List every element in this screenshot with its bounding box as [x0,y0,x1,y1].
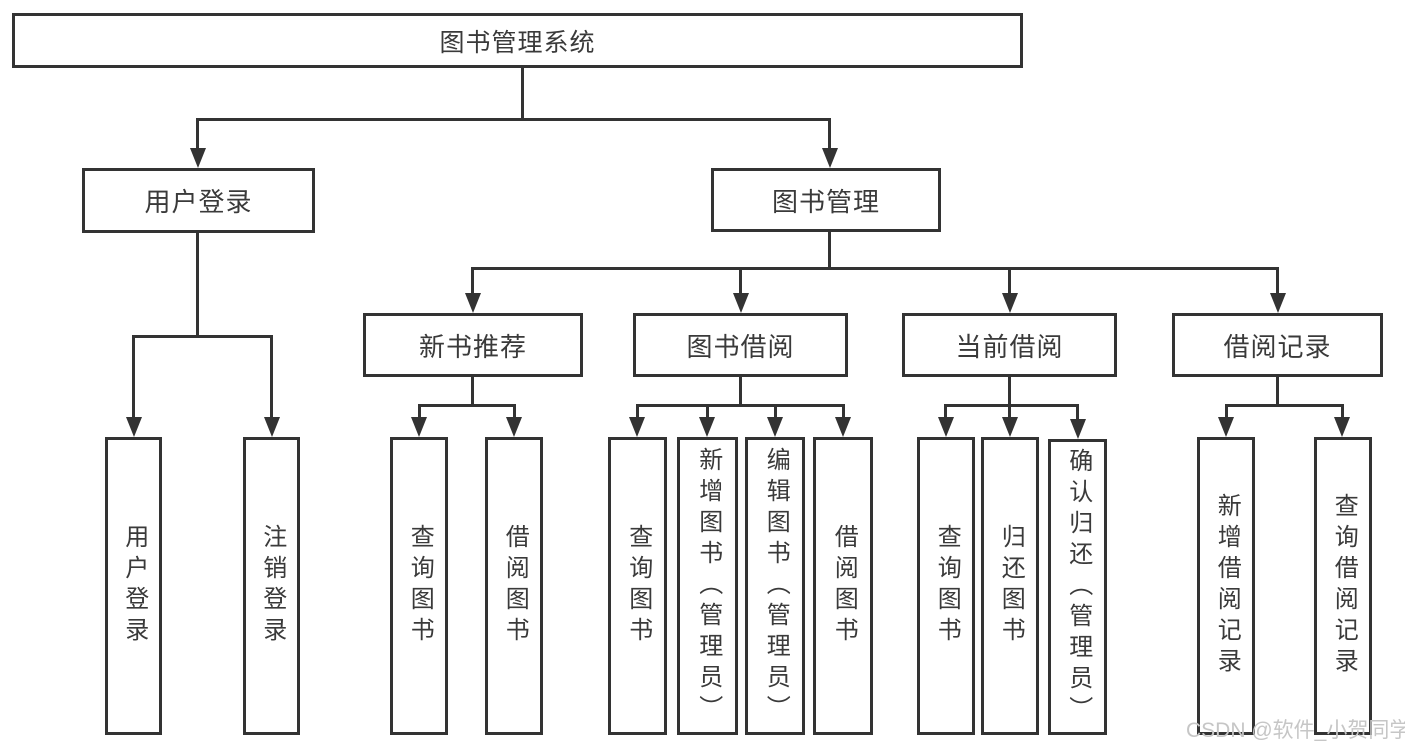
arrow-down-icon [1270,293,1286,313]
connector-line [1225,404,1343,407]
connector-line [1276,377,1279,406]
arrow-down-icon [506,417,522,437]
connector-line [196,118,831,121]
node-label: 借阅记录 [1223,331,1332,362]
connector-line [1276,267,1279,297]
leaf-add-books-admin: 新增图书（管理员） [677,437,738,735]
leaf-query-books-current: 查询图书 [917,437,975,735]
node-new-book-recommend: 新书推荐 [363,313,583,377]
leaf-confirm-return-admin: 确认归还（管理员） [1048,439,1107,735]
leaf-label: 确认归还（管理员） [1064,447,1092,727]
connector-line [1225,404,1228,420]
connector-line [418,404,516,407]
connector-line [132,335,273,338]
arrow-down-icon [1218,417,1234,437]
node-borrow-records: 借阅记录 [1172,313,1383,377]
connector-line [196,233,199,335]
arrow-down-icon [1002,293,1018,313]
node-root-library-system: 图书管理系统 [12,13,1023,68]
node-book-management: 图书管理 [711,168,941,232]
leaf-logout: 注销登录 [243,437,300,735]
node-label: 当前借阅 [955,331,1064,362]
arrow-down-icon [190,148,206,168]
connector-line [828,118,831,152]
arrow-down-icon [126,417,142,437]
connector-line [739,267,742,297]
arrow-down-icon [629,417,645,437]
connector-line [842,404,845,420]
connector-line [418,404,421,420]
node-user-login: 用户登录 [82,168,315,233]
connector-line [196,118,199,152]
arrow-down-icon [938,417,954,437]
arrow-down-icon [264,417,280,437]
arrow-down-icon [1070,419,1086,439]
node-label: 图书管理系统 [439,28,596,57]
connector-line [944,404,1079,407]
connector-line [471,377,474,406]
connector-line [521,67,524,119]
arrow-down-icon [1334,417,1350,437]
connector-line [1341,404,1344,420]
connector-line [774,404,777,420]
leaf-label: 新增借阅记录 [1213,493,1241,679]
connector-line [944,404,947,420]
connector-line [471,267,474,297]
leaf-label: 借阅图书 [830,524,858,648]
leaf-borrow-books: 借阅图书 [813,437,873,735]
connector-line [706,404,709,420]
arrow-down-icon [699,417,715,437]
leaf-label: 查询图书 [406,524,434,648]
connector-line [513,404,516,420]
arrow-down-icon [767,417,783,437]
connector-line [471,267,1279,270]
connector-line [1008,404,1011,420]
arrow-down-icon [1002,417,1018,437]
node-label: 用户登录 [144,187,253,217]
leaf-query-books-borrow: 查询图书 [608,437,667,735]
connector-line [636,404,845,407]
connector-line [270,335,273,420]
watermark: CSDN @软件_小贺同学 [1186,719,1405,742]
node-book-borrow: 图书借阅 [633,313,848,377]
leaf-label: 借阅图书 [501,524,529,648]
leaf-label: 用户登录 [120,524,148,648]
arrow-down-icon [733,293,749,313]
node-label: 图书借阅 [686,331,795,362]
arrow-down-icon [835,417,851,437]
leaf-query-borrow-record: 查询借阅记录 [1314,437,1372,735]
leaf-label: 新增图书（管理员） [694,446,722,726]
leaf-user-login: 用户登录 [105,437,162,735]
leaf-label: 归还图书 [997,524,1025,648]
arrow-down-icon [411,417,427,437]
leaf-label: 编辑图书（管理员） [762,446,790,726]
leaf-label: 注销登录 [258,524,286,648]
connector-line [1008,267,1011,297]
connector-line [132,335,135,420]
connector-line [828,232,831,269]
leaf-label: 查询图书 [933,524,961,648]
leaf-label: 查询借阅记录 [1330,493,1358,679]
leaf-borrow-books-recommend: 借阅图书 [485,437,543,735]
connector-line [1076,404,1079,422]
arrow-down-icon [822,148,838,168]
node-current-borrow: 当前借阅 [902,313,1117,377]
node-label: 图书管理 [771,186,880,217]
leaf-return-books: 归还图书 [981,437,1039,735]
arrow-down-icon [465,293,481,313]
connector-line [1008,377,1011,406]
node-label: 新书推荐 [418,331,527,362]
leaf-label: 查询图书 [624,524,652,648]
leaf-edit-books-admin: 编辑图书（管理员） [745,437,805,735]
connector-line [739,377,742,406]
leaf-add-borrow-record: 新增借阅记录 [1197,437,1255,735]
leaf-query-books-recommend: 查询图书 [390,437,448,735]
connector-line [636,404,639,420]
